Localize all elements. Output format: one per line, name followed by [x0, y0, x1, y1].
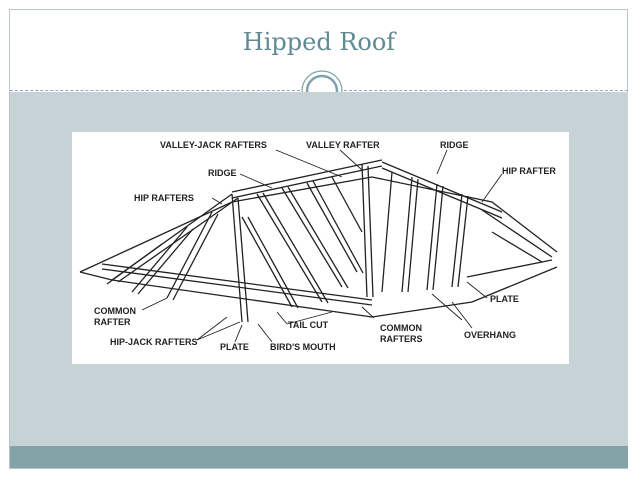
- label-hip-jack-rafters: HIP-JACK RAFTERS: [110, 337, 198, 347]
- label-ridge-top: RIDGE: [440, 140, 469, 150]
- roof-framing: [79, 159, 558, 323]
- label-common-rafters-line1: COMMON: [380, 323, 422, 333]
- label-plate-right: PLATE: [490, 294, 519, 304]
- label-ridge-left: RIDGE: [208, 168, 237, 178]
- hip-rafter-right: [381, 161, 503, 213]
- label-tail-cut: TAIL CUT: [288, 320, 329, 330]
- label-common-rafter-line2: RAFTER: [94, 317, 131, 327]
- label-overhang: OVERHANG: [464, 330, 516, 340]
- leader-lines: [141, 149, 503, 343]
- title-divider-right: [344, 90, 628, 91]
- label-plate-bottom: PLATE: [220, 342, 249, 352]
- wall-plate: [101, 263, 373, 301]
- front-eave: [79, 266, 558, 318]
- label-hip-rafters: HIP RAFTERS: [134, 193, 194, 203]
- label-hip-rafter: HIP RAFTER: [502, 166, 556, 176]
- title-divider-left: [10, 90, 300, 91]
- left-eave: [79, 176, 558, 273]
- valley-rafter: [361, 163, 368, 298]
- label-common-rafter-line1: COMMON: [94, 306, 136, 316]
- label-valley-jack-rafters: VALLEY-JACK RAFTERS: [160, 140, 267, 150]
- label-valley-rafter: VALLEY RAFTER: [306, 140, 380, 150]
- ridge-board: [231, 159, 383, 193]
- footer-bar: [10, 446, 628, 468]
- hip-rafter-front: [231, 193, 243, 323]
- label-birds-mouth: BIRD'S MOUTH: [270, 342, 336, 352]
- slide-title: Hipped Roof: [242, 28, 396, 56]
- label-common-rafters-line2: RAFTERS: [380, 334, 423, 344]
- hipped-roof-diagram: VALLEY-JACK RAFTERS VALLEY RAFTER RIDGE …: [72, 132, 569, 364]
